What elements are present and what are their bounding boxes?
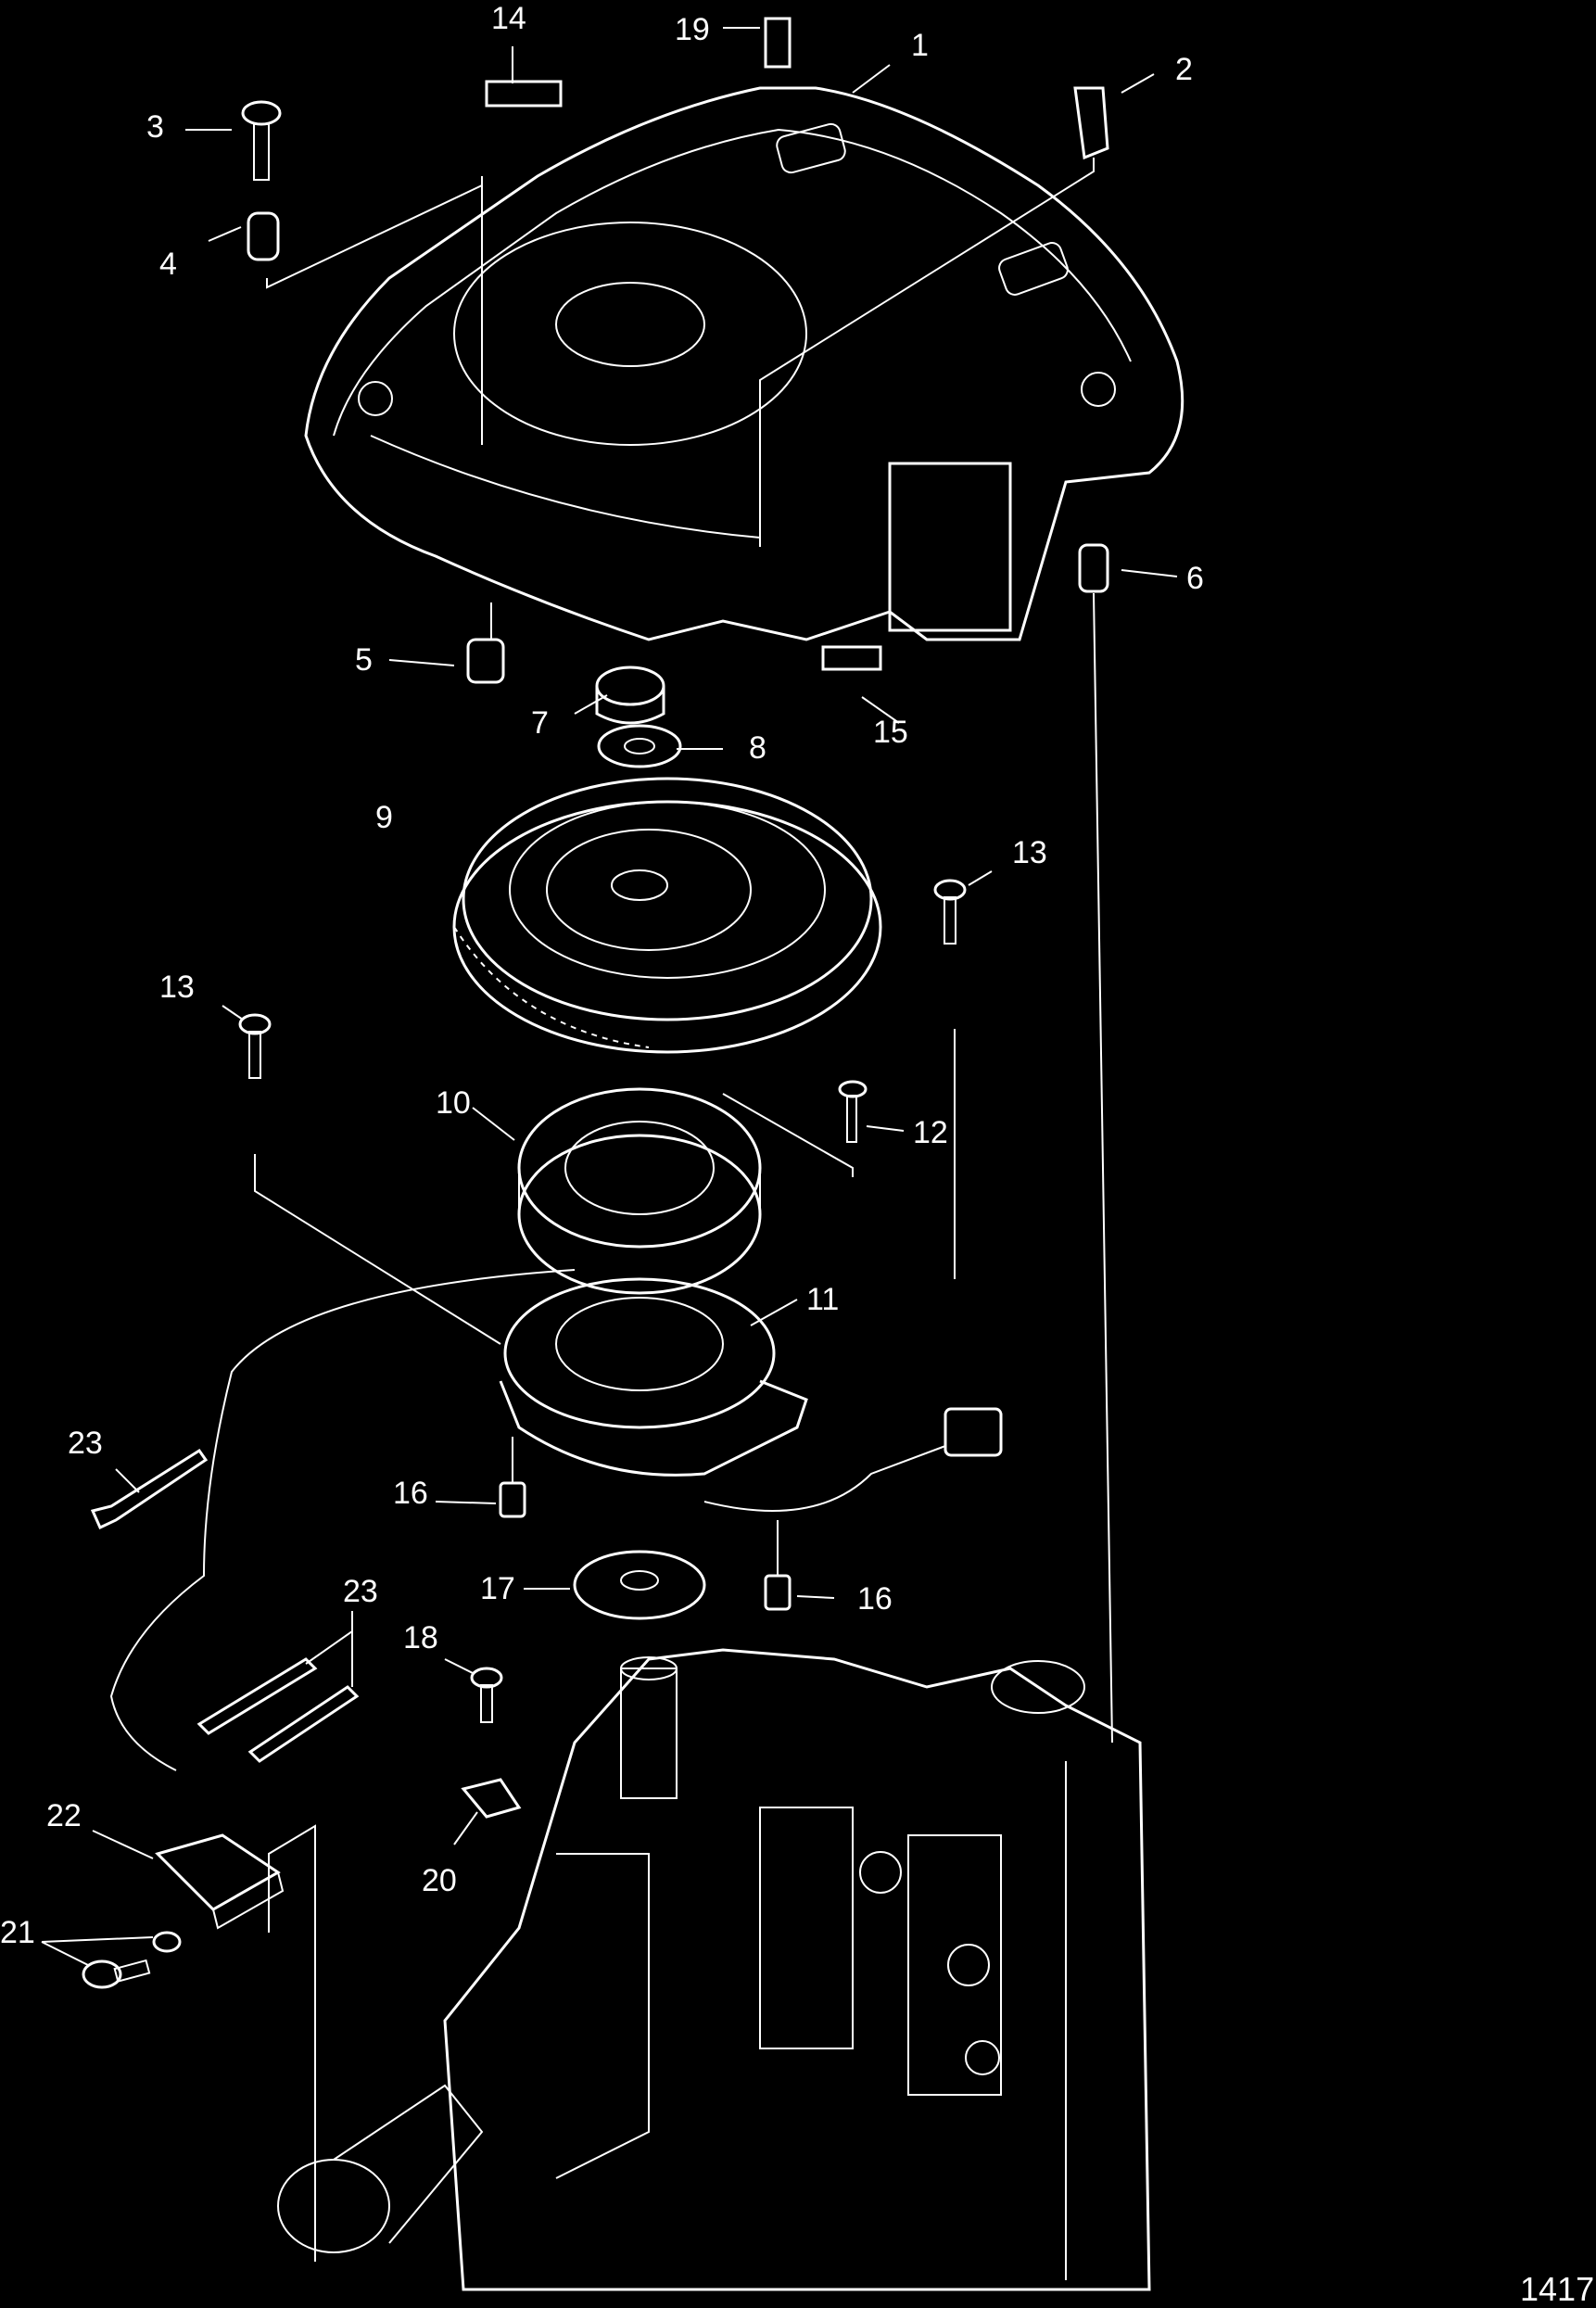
screw-18 xyxy=(470,1667,503,1723)
grommet-4 xyxy=(247,211,280,261)
callout-12: 12 xyxy=(913,1115,948,1150)
callout-20: 20 xyxy=(422,1863,457,1898)
stator-plate-11 xyxy=(499,1277,808,1477)
spec-box-19 xyxy=(764,17,792,69)
callout-15: 15 xyxy=(873,715,908,750)
bolt-23-left xyxy=(90,1448,209,1530)
callout-19: 19 xyxy=(675,12,710,47)
callout-18: 18 xyxy=(403,1620,438,1655)
callout-9: 9 xyxy=(375,800,393,835)
bolt-13-left xyxy=(238,1013,272,1079)
spec-box-15 xyxy=(821,645,882,671)
bushing-7 xyxy=(595,666,665,706)
spacer-16-left xyxy=(499,1481,526,1518)
spec-box-14 xyxy=(485,80,563,108)
callout-11: 11 xyxy=(806,1282,840,1317)
callout-16-right: 16 xyxy=(857,1581,893,1617)
flywheel-cover xyxy=(304,86,1184,641)
screw-12 xyxy=(838,1080,868,1143)
tie-straps-23 xyxy=(196,1657,360,1763)
callout-1: 1 xyxy=(911,28,929,63)
stator-10 xyxy=(517,1087,762,1295)
screw-3 xyxy=(241,100,282,181)
collar-17 xyxy=(573,1550,706,1620)
callout-23-right: 23 xyxy=(343,1574,378,1609)
connector xyxy=(944,1407,1003,1457)
callout-22: 22 xyxy=(46,1798,82,1833)
flywheel-9 xyxy=(452,777,882,1054)
grommet-6 xyxy=(1078,543,1109,593)
callout-13-right: 13 xyxy=(1012,835,1047,870)
callout-5: 5 xyxy=(355,642,373,678)
grommet-5 xyxy=(466,638,505,684)
callout-3: 3 xyxy=(146,109,164,145)
plug-2 xyxy=(1073,86,1109,160)
callout-7: 7 xyxy=(531,705,549,741)
callout-21: 21 xyxy=(0,1915,35,1950)
callout-13-left: 13 xyxy=(159,970,195,1005)
bolt-13-right xyxy=(933,879,967,945)
figure-id: 1417 xyxy=(1520,2270,1595,2308)
clip-20 xyxy=(461,1778,522,1819)
callout-6: 6 xyxy=(1186,561,1204,596)
callout-4: 4 xyxy=(159,247,177,282)
callout-2: 2 xyxy=(1175,52,1193,87)
callout-23-left: 23 xyxy=(68,1426,103,1461)
callout-16-left: 16 xyxy=(393,1476,428,1511)
callout-14: 14 xyxy=(491,1,526,36)
callout-17: 17 xyxy=(480,1571,515,1606)
callout-10: 10 xyxy=(436,1085,471,1121)
callout-8: 8 xyxy=(749,730,766,766)
spacer-16-right xyxy=(764,1574,792,1611)
washer-8 xyxy=(597,724,682,768)
screw-washer-21 xyxy=(82,1931,182,1989)
bracket-22 xyxy=(155,1833,285,1930)
engine-block xyxy=(277,1648,1151,2291)
